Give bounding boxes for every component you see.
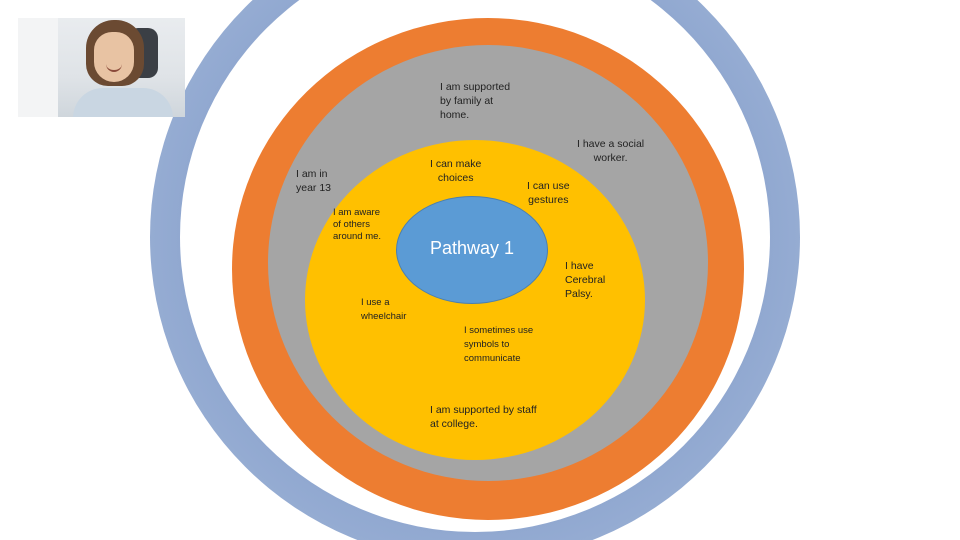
student-photo	[18, 18, 185, 117]
label-family-support: I am supported by family at home.	[440, 81, 511, 121]
label-symbols: I sometimes use symbols to communicate	[464, 325, 534, 364]
label-cerebral-palsy: I have Cerebral Palsy.	[565, 260, 606, 300]
label-make-choices: I can make choices	[430, 158, 482, 184]
label-staff-support: I am supported by staff at college.	[430, 404, 537, 430]
label-social-worker: I have a social worker.	[577, 138, 645, 164]
core-circle	[396, 196, 548, 304]
label-aware-of-others: I am aware of others around me.	[333, 207, 382, 242]
pathway-title: Pathway 1	[429, 238, 515, 258]
label-gestures: I can use gestures	[527, 180, 570, 206]
label-year-13: I am in year 13	[296, 168, 332, 194]
label-wheelchair: I use a wheelchair	[361, 297, 407, 322]
